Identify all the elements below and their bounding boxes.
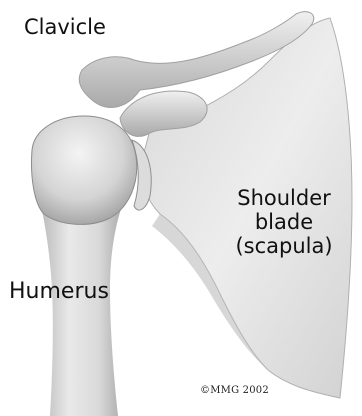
humerus-head <box>32 116 137 224</box>
shoulder-blade-label-line2: blade <box>204 210 362 234</box>
shoulder-blade-label: Shoulder blade (scapula) <box>204 186 362 258</box>
shoulder-blade-label-line1: Shoulder <box>204 186 362 210</box>
humerus-label: Humerus <box>9 280 109 304</box>
copyright-notice: ©MMG 2002 <box>200 385 269 396</box>
humerus-shaft <box>40 200 124 416</box>
clavicle-label: Clavicle <box>24 15 106 39</box>
shoulder-blade-label-line3: (scapula) <box>204 234 362 258</box>
